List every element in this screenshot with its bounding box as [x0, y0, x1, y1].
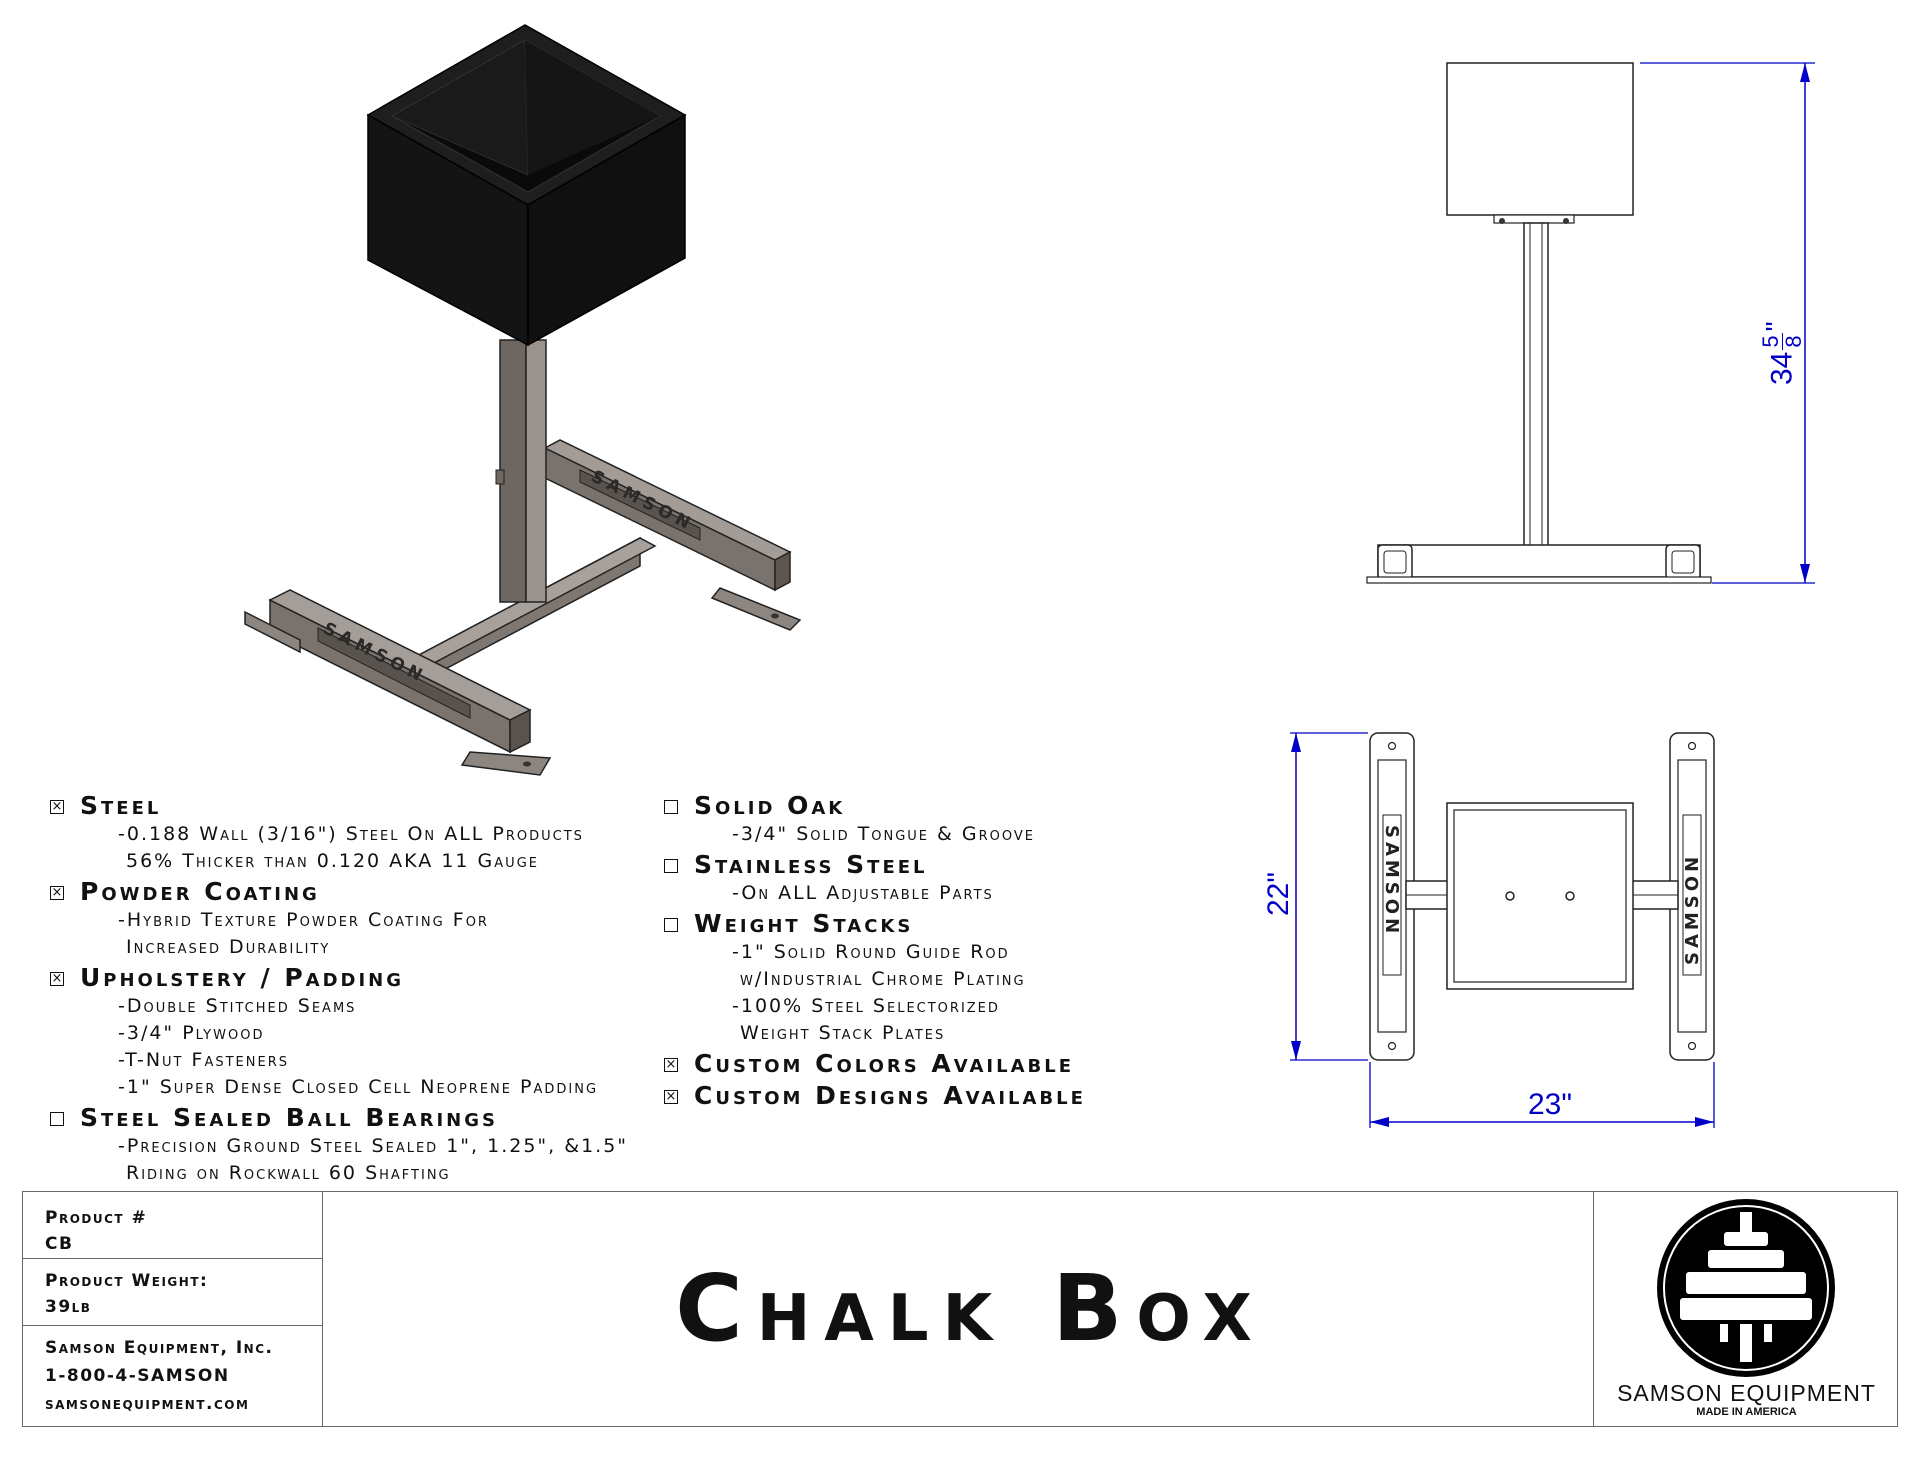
unchecked-checkbox-icon	[664, 918, 678, 932]
product-number-label: Product #	[45, 1208, 148, 1228]
checked-checkbox-icon: ×	[664, 1089, 678, 1104]
logo-cell: SAMSON EQUIPMENT MADE IN AMERICA	[1593, 1192, 1899, 1426]
samson-logo-icon	[1657, 1199, 1835, 1377]
spec-heading: Steel Sealed Ball Bearings	[80, 1103, 498, 1132]
spec-detail-line: -Double Stitched Seams	[118, 995, 357, 1017]
base-bar-back	[543, 439, 802, 631]
plan-box-inner	[1453, 809, 1627, 983]
logo-name: SAMSON EQUIPMENT	[1617, 1380, 1876, 1406]
spec-detail-line: -1" Solid Round Guide Rod	[732, 941, 1010, 963]
unchecked-checkbox-icon	[664, 859, 678, 873]
product-weight-cell: Product Weight: 39lb	[23, 1259, 323, 1326]
product-number-value: CB	[45, 1234, 74, 1254]
unchecked-checkbox-icon	[50, 1112, 64, 1126]
spec-detail-line: -1" Super Dense Closed Cell Neoprene Pad…	[118, 1076, 599, 1098]
title-block: Product # CB Product Weight: 39lb Samson…	[22, 1191, 1898, 1427]
logo-tagline: MADE IN AMERICA	[1696, 1406, 1797, 1418]
elevation-box	[1446, 62, 1634, 216]
column-post	[495, 339, 547, 603]
checked-checkbox-icon: ×	[50, 971, 64, 986]
spec-detail-line: Weight Stack Plates	[740, 1022, 946, 1044]
company-website: samsonequipment.com	[45, 1394, 250, 1414]
base-bar-front	[244, 589, 779, 776]
company-phone: 1-800-4-SAMSON	[45, 1366, 230, 1386]
spec-heading: Solid Oak	[694, 791, 846, 820]
spec-detail-line: -100% Steel Selectorized	[732, 995, 1000, 1017]
spec-heading: Powder Coating	[80, 877, 320, 906]
width-dimension	[1369, 1062, 1715, 1128]
spec-detail-line: -0.188 Wall (3/16") Steel On ALL Product…	[118, 823, 584, 845]
spec-detail-line: 56% Thicker than 0.120 AKA 11 Gauge	[126, 850, 539, 872]
spec-detail-line: -Precision Ground Steel Sealed 1", 1.25"…	[118, 1135, 629, 1157]
checked-checkbox-icon: ×	[50, 885, 64, 900]
spec-heading: Steel	[80, 791, 162, 820]
checked-checkbox-icon: ×	[664, 1057, 678, 1072]
spec-detail-line: -On ALL Adjustable Parts	[732, 882, 994, 904]
product-weight-value: 39lb	[45, 1297, 92, 1317]
company-name: Samson Equipment, Inc.	[45, 1338, 274, 1358]
elevation-post	[1523, 222, 1549, 548]
spec-detail-line: Riding on Rockwall 60 Shafting	[126, 1162, 451, 1184]
plan-stamp-left: SAMSON	[1381, 825, 1402, 937]
height-dimension	[1640, 62, 1815, 584]
spec-detail-line: -3/4" Solid Tongue & Groove	[732, 823, 1035, 845]
product-title: Chalk Box	[675, 1255, 1266, 1362]
spec-detail-line: Increased Durability	[126, 936, 331, 958]
company-info-cell: Samson Equipment, Inc. 1-800-4-SAMSON sa…	[23, 1326, 323, 1426]
product-number-cell: Product # CB	[23, 1192, 323, 1259]
spec-detail-line: w/Industrial Chrome Plating	[740, 968, 1026, 990]
spec-heading: Upholstery / Padding	[80, 963, 404, 992]
spec-detail-line: -T-Nut Fasteners	[118, 1049, 289, 1071]
elevation-base	[1366, 544, 1712, 584]
spec-detail-line: -Hybrid Texture Powder Coating For	[118, 909, 489, 931]
depth-dimension	[1290, 732, 1368, 1061]
spec-heading: Weight Stacks	[694, 909, 914, 938]
plan-stamp-right: SAMSON	[1682, 853, 1703, 965]
plan-base-right	[1669, 732, 1715, 1061]
spec-heading: Custom Designs Available	[694, 1081, 1086, 1110]
product-weight-label: Product Weight:	[45, 1271, 209, 1291]
chalk-box	[366, 24, 687, 347]
width-dimension-label: 23"	[1527, 1088, 1573, 1121]
unchecked-checkbox-icon	[664, 800, 678, 814]
spec-heading: Stainless Steel	[694, 850, 928, 879]
depth-dimension-label: 22"	[1262, 871, 1295, 917]
spec-detail-line: -3/4" Plywood	[118, 1022, 265, 1044]
spec-heading: Custom Colors Available	[694, 1049, 1075, 1078]
plan-base-left	[1369, 732, 1415, 1061]
checked-checkbox-icon: ×	[50, 799, 64, 814]
